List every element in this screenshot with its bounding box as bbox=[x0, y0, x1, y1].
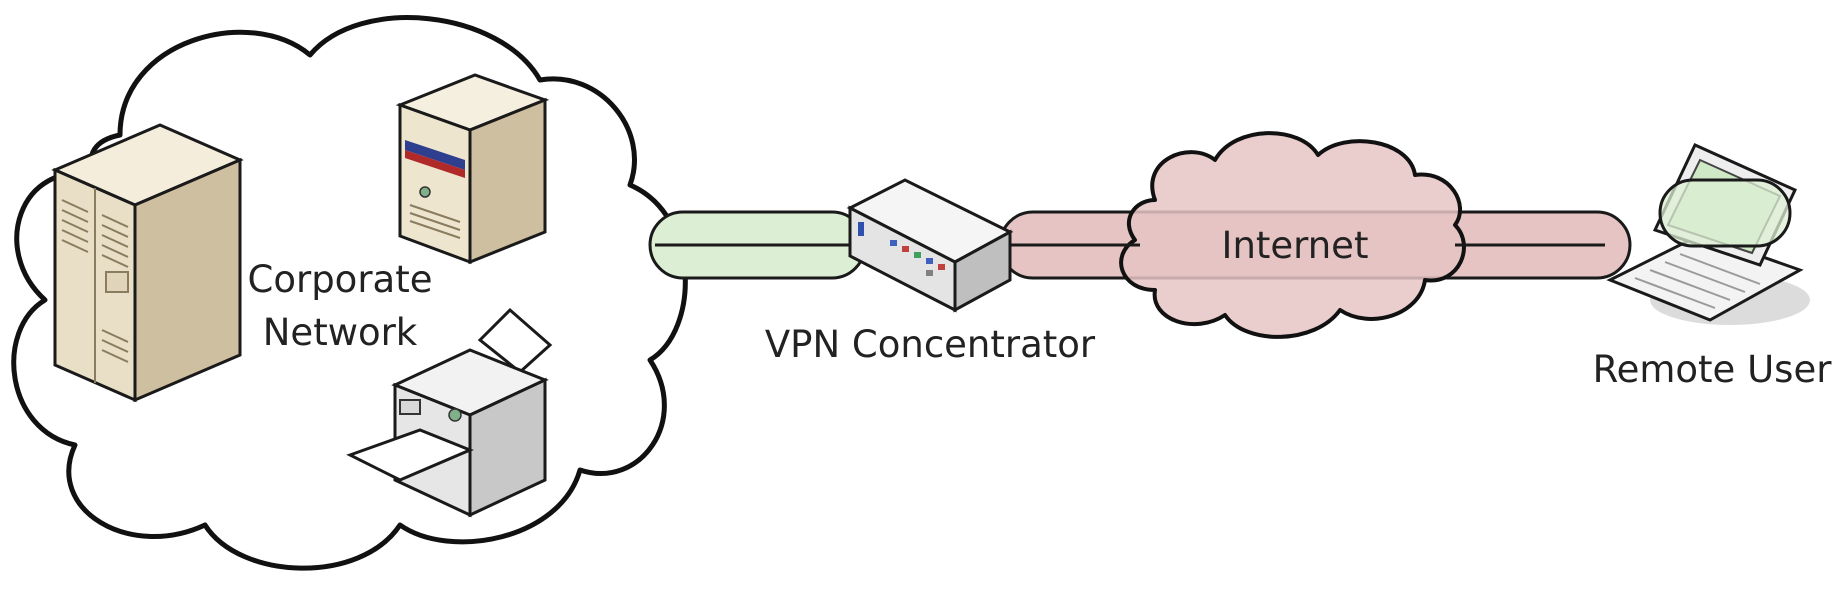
lan-tunnel bbox=[648, 210, 867, 280]
vpn-concentrator-icon bbox=[846, 178, 1014, 313]
corporate-network-label-line1: Corporate bbox=[248, 258, 433, 301]
small-server-icon bbox=[395, 73, 550, 265]
remote-user-label: Remote User bbox=[1593, 348, 1832, 391]
vpn-concentrator-label: VPN Concentrator bbox=[765, 323, 1096, 366]
printer-icon bbox=[346, 307, 553, 518]
server-tower-icon bbox=[51, 123, 244, 403]
internet-label: Internet bbox=[1222, 224, 1369, 267]
remote-tunnel-endpoint bbox=[1658, 178, 1792, 248]
corporate-network-label-line2: Network bbox=[263, 311, 418, 354]
internet-cloud bbox=[1119, 131, 1466, 339]
